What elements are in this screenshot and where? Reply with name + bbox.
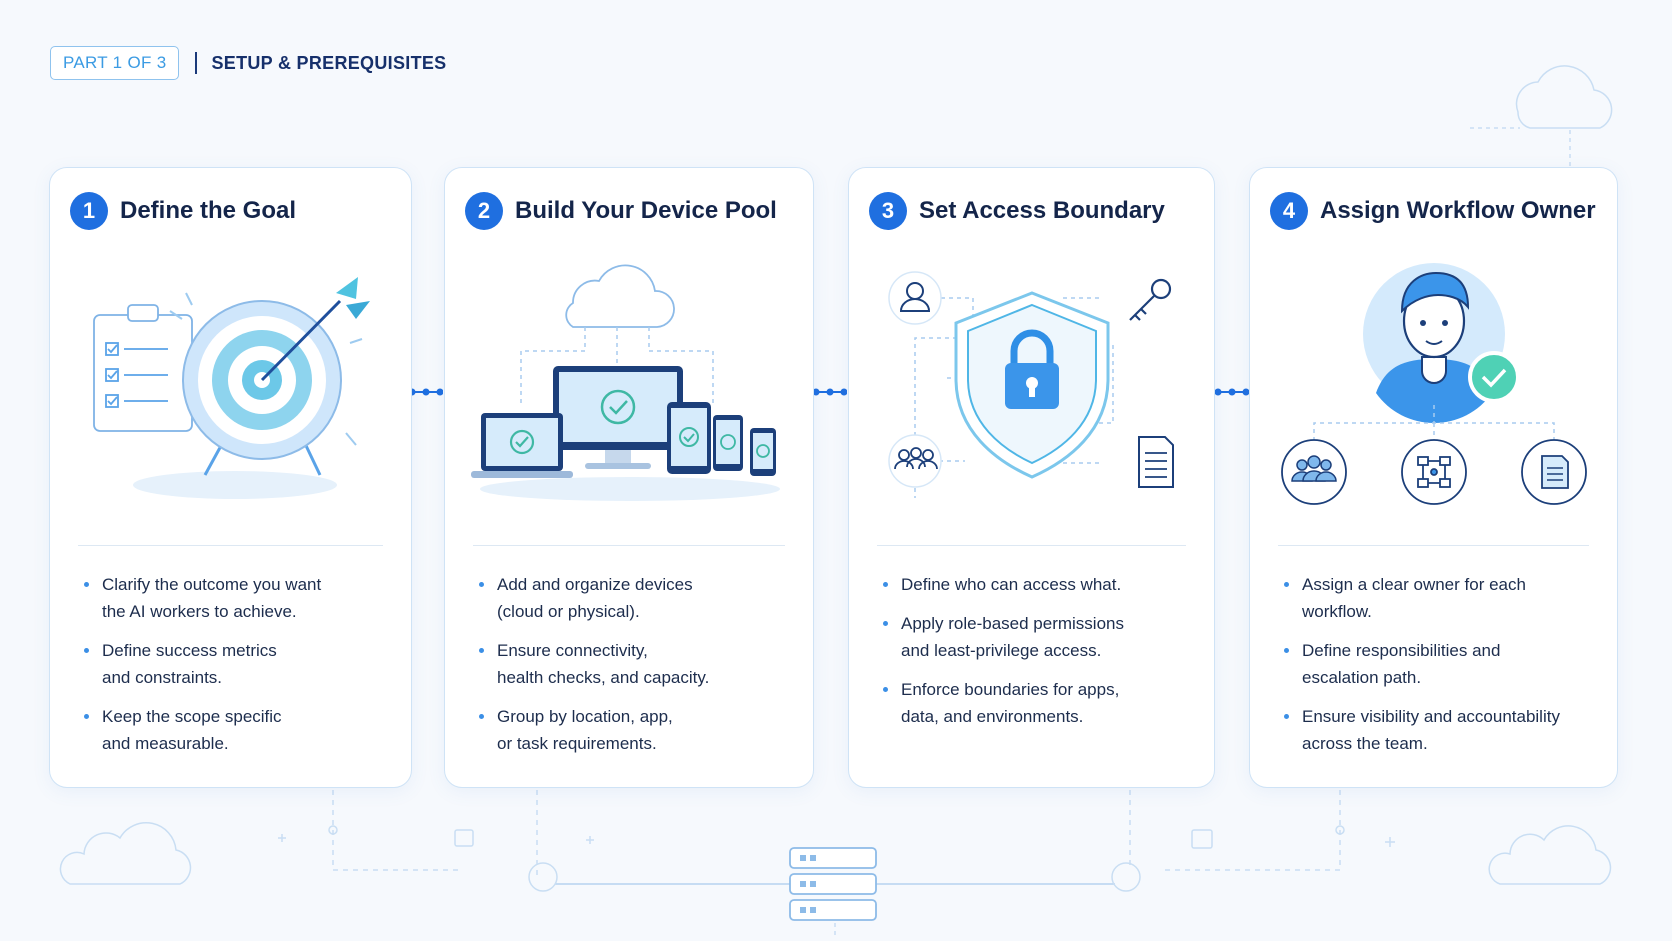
list-item: Apply role-based permissions and least-p…: [883, 610, 1204, 664]
list-item: Group by location, app, or task requirem…: [479, 703, 803, 757]
list-item: Clarify the outcome you want the AI work…: [84, 571, 401, 625]
list-item: Add and organize devices (cloud or physi…: [479, 571, 803, 625]
card-title: Build Your Device Pool: [515, 197, 777, 224]
step-card-access-boundary: 3 Set Access Boundary: [848, 167, 1215, 788]
cloud-icon: [1515, 65, 1613, 129]
card-divider: [877, 545, 1186, 546]
list-item: Ensure connectivity, health checks, and …: [479, 637, 803, 691]
step-card-device-pool: 2 Build Your Device Pool: [444, 167, 814, 788]
step-card-define-goal: 1 Define the Goal: [49, 167, 412, 788]
bullet-list: Add and organize devices (cloud or physi…: [479, 571, 803, 769]
card-header: 4 Assign Workflow Owner: [1270, 192, 1596, 230]
card-divider: [1278, 545, 1589, 546]
part-badge: PART 1 OF 3: [50, 46, 180, 80]
card-divider: [78, 545, 383, 546]
key-icon: [1129, 278, 1172, 321]
step-number: 3: [869, 192, 907, 230]
connector-2-3: [813, 388, 847, 396]
page-header: PART 1 OF 3 SETUP & PREREQUISITES: [50, 46, 446, 80]
card-title: Assign Workflow Owner: [1320, 197, 1596, 224]
list-item: Enforce boundaries for apps, data, and e…: [883, 676, 1204, 730]
bullet-list: Clarify the outcome you want the AI work…: [84, 571, 401, 769]
bullet-list: Assign a clear owner for each workflow. …: [1284, 571, 1607, 769]
list-item: Keep the scope specific and measurable.: [84, 703, 401, 757]
section-title: SETUP & PREREQUISITES: [211, 52, 447, 73]
card-header: 2 Build Your Device Pool: [465, 192, 777, 230]
connector-1-2: [409, 388, 443, 396]
step-number: 4: [1270, 192, 1308, 230]
list-item: Define responsibilities and escalation p…: [1284, 637, 1607, 691]
list-item: Ensure visibility and accountability acr…: [1284, 703, 1607, 757]
file-icon: [1541, 455, 1569, 489]
step-card-workflow-owner: 4 Assign Workflow Owner: [1249, 167, 1618, 788]
step-number: 1: [70, 192, 108, 230]
bullet-list: Define who can access what. Apply role-b…: [883, 571, 1204, 742]
connector-3-4: [1215, 388, 1249, 396]
step-number: 2: [465, 192, 503, 230]
list-item: Define success metrics and constraints.: [84, 637, 401, 691]
server-stack-icon: [789, 847, 877, 921]
card-header: 1 Define the Goal: [70, 192, 296, 230]
card-header: 3 Set Access Boundary: [869, 192, 1165, 230]
list-item: Assign a clear owner for each workflow.: [1284, 571, 1607, 625]
document-icon: [1138, 436, 1174, 488]
shield-lock-icon: [888, 271, 1174, 498]
cloud-devices-icon: [471, 264, 780, 501]
cloud-icon: [565, 264, 675, 328]
header-divider: [195, 52, 198, 74]
card-title: Set Access Boundary: [919, 197, 1165, 224]
card-title: Define the Goal: [120, 197, 297, 224]
target-with-checklist-icon: [93, 277, 370, 499]
group-icon: [888, 434, 942, 488]
card-divider: [473, 545, 785, 546]
list-item: Define who can access what.: [883, 571, 1204, 598]
owner-avatar-icon: [1281, 263, 1587, 505]
